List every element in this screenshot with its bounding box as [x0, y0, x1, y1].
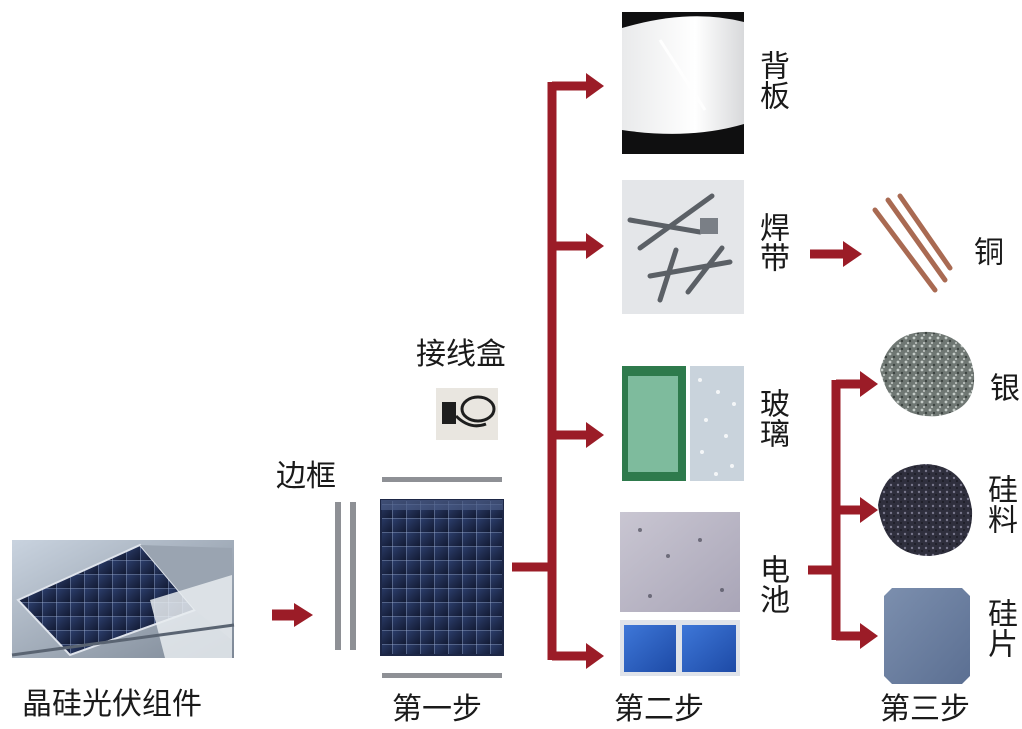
backsheet-label: 背板 — [754, 50, 789, 110]
pv-module-photo — [11, 540, 235, 658]
silver-label: 银 — [984, 372, 1019, 402]
frame-label: 边框 — [276, 459, 336, 494]
step1-label: 第一步 — [392, 692, 482, 727]
solar-panel-photo — [380, 499, 504, 656]
backsheet-photo — [622, 12, 744, 154]
step3-label: 第三步 — [880, 692, 970, 727]
copper-photo — [872, 193, 953, 293]
step2-label: 第二步 — [614, 692, 704, 727]
silicon-powder-label: 硅料 — [982, 474, 1017, 534]
arrow-ribbon-to-copper — [810, 241, 862, 267]
junction-box-label: 接线盒 — [416, 337, 506, 372]
step2-branch-arrows — [512, 73, 604, 669]
junction-box-photo — [436, 388, 498, 440]
module-label: 晶硅光伏组件 — [22, 687, 202, 722]
frame-bars — [335, 477, 502, 678]
cell-photo-grey — [620, 512, 740, 612]
silicon-wafer-photo — [884, 588, 970, 684]
ribbon-label: 焊带 — [754, 212, 789, 272]
copper-label: 铜 — [968, 236, 1003, 266]
arrow-module-to-step1 — [272, 603, 313, 627]
ribbon-photo — [622, 180, 744, 314]
cell-photo-blue — [620, 620, 740, 676]
glass-label: 玻璃 — [754, 388, 789, 448]
step3-branch-arrows — [808, 371, 878, 649]
silicon-powder-photo — [878, 464, 973, 556]
silver-photo — [880, 331, 975, 417]
glass-photo — [622, 366, 744, 481]
silicon-wafer-label: 硅片 — [982, 598, 1017, 658]
cell-label: 电池 — [754, 554, 789, 614]
